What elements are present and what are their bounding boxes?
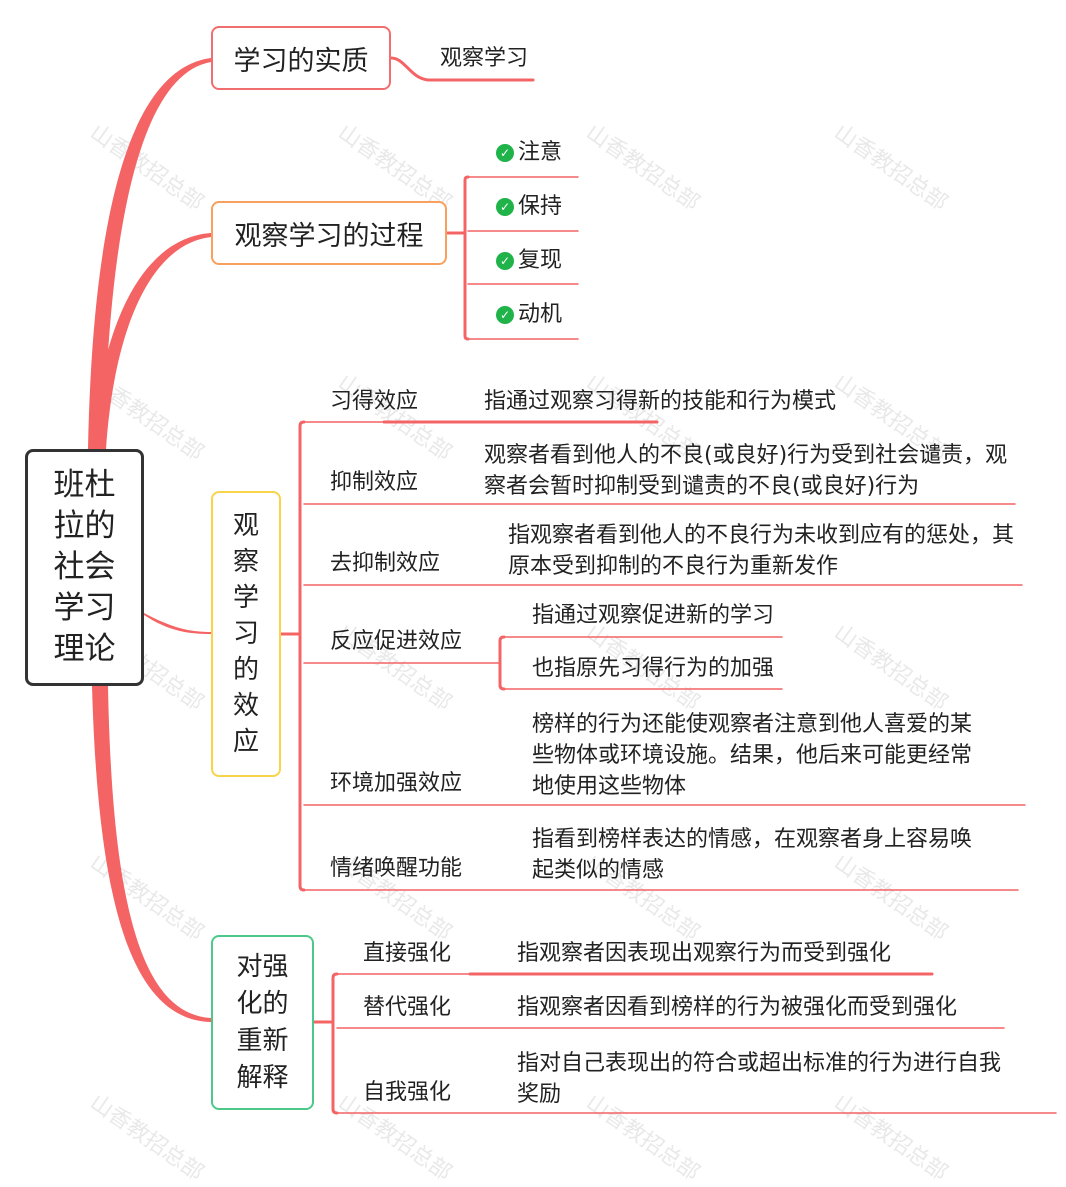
detail-line: 榜样的行为还能使观察者注意到他人喜爱的某 (532, 712, 973, 737)
branch-label-line: 解释 (236, 1062, 289, 1093)
check-circle-icon: ✓ (496, 144, 514, 162)
branch-label-char: 习 (233, 619, 260, 649)
leaf-label: 动机 (518, 302, 563, 327)
effect-environment-enhancement-detail: 榜样的行为还能使观察者注意到他人喜爱的某 些物体或环境设施。结果，他后来可能更经… (532, 709, 972, 802)
branch-label-line: 重新 (236, 1025, 289, 1056)
leaf-motivation[interactable]: ✓动机 (496, 299, 562, 330)
branch-label-char: 效 (233, 691, 260, 721)
leaf-retention[interactable]: ✓保持 (496, 191, 562, 222)
effect-inhibition-detail: 观察者看到他人的不良(或良好)行为受到社会谴责，观 察者会暂时抑制受到谴责的不良… (484, 440, 1007, 502)
branch-label-char: 应 (233, 727, 260, 757)
detail-line: 观察者看到他人的不良(或良好)行为受到社会谴责，观 (484, 443, 1008, 468)
check-circle-icon: ✓ (496, 306, 514, 324)
detail-line: 指看到榜样表达的情感，在观察者身上容易唤 (532, 827, 973, 852)
check-circle-icon: ✓ (496, 198, 514, 216)
reinforcement-vicarious[interactable]: 替代强化 (363, 995, 452, 1020)
reinforcement-direct-detail: 指观察者因表现出观察行为而受到强化 (517, 941, 892, 966)
leaf-attention[interactable]: ✓注意 (496, 137, 562, 168)
detail-line: 指观察者看到他人的不良行为未收到应有的惩处，其 (508, 523, 1015, 548)
mind-map-canvas: 山香教招总部 山香教招总部 山香教招总部 山香教招总部 山香教招总部 山香教招总… (25, 26, 1057, 1186)
leaf-label: 保持 (518, 194, 563, 219)
root-label-line: 班杜 (53, 467, 116, 503)
branch-label-char: 观 (233, 511, 260, 541)
leaf-reproduction[interactable]: ✓复现 (496, 245, 562, 276)
branch-node-reinforcement-reinterpretation[interactable]: 对强 化的 重新 解释 (211, 935, 314, 1110)
effect-disinhibition[interactable]: 去抑制效应 (330, 551, 441, 576)
connector-lines (88, 56, 1057, 1115)
branch-label-char: 学 (233, 583, 260, 613)
reinforcement-self-detail: 指对自己表现出的符合或超出标准的行为进行自我 奖励 (517, 1048, 1001, 1110)
branch-node-observation-process[interactable]: 观察学习的过程 (211, 201, 447, 265)
reinforcement-self[interactable]: 自我强化 (363, 1080, 452, 1105)
branch-node-observation-effects[interactable]: 观 察 学 习 的 效 应 (211, 491, 281, 777)
detail-line: 起类似的情感 (532, 858, 665, 883)
detail-line: 奖励 (517, 1082, 562, 1107)
effect-emotional-arousal[interactable]: 情绪唤醒功能 (330, 856, 463, 881)
leaf-label: 复现 (518, 248, 563, 273)
branch-label-line: 化的 (236, 988, 289, 1019)
effect-response-facilitation[interactable]: 反应促进效应 (330, 629, 463, 654)
root-label-line: 社会 (53, 549, 116, 585)
detail-line: 察者会暂时抑制受到谴责的不良(或良好)行为 (484, 474, 920, 499)
effect-response-facilitation-sub-1[interactable]: 指通过观察促进新的学习 (532, 603, 775, 628)
detail-line: 地使用这些物体 (532, 774, 687, 799)
root-label-line: 学习 (53, 590, 116, 626)
root-node[interactable]: 班杜 拉的 社会 学习 理论 (25, 449, 144, 686)
branch-label: 学习的实质 (233, 45, 369, 77)
branch-label: 观察学习的过程 (234, 220, 424, 252)
effect-response-facilitation-sub-2[interactable]: 也指原先习得行为的加强 (532, 656, 775, 681)
leaf-label: 注意 (518, 140, 563, 165)
branch-node-learning-essence[interactable]: 学习的实质 (211, 26, 391, 90)
root-label-line: 拉的 (53, 508, 116, 544)
effect-environment-enhancement[interactable]: 环境加强效应 (330, 771, 463, 796)
leaf-observational-learning[interactable]: 观察学习 (440, 46, 529, 71)
reinforcement-direct[interactable]: 直接强化 (363, 941, 452, 966)
root-label-line: 理论 (53, 631, 116, 667)
effect-inhibition[interactable]: 抑制效应 (330, 470, 419, 495)
branch-label-char: 的 (233, 655, 260, 685)
branch-label-line: 对强 (236, 951, 289, 982)
reinforcement-vicarious-detail: 指观察者因看到榜样的行为被强化而受到强化 (517, 995, 958, 1020)
effect-disinhibition-detail: 指观察者看到他人的不良行为未收到应有的惩处，其 原本受到抑制的不良行为重新发作 (508, 520, 1014, 582)
effect-emotional-arousal-detail: 指看到榜样表达的情感，在观察者身上容易唤 起类似的情感 (532, 824, 972, 886)
detail-line: 原本受到抑制的不良行为重新发作 (508, 554, 839, 579)
check-circle-icon: ✓ (496, 252, 514, 270)
effect-acquisition[interactable]: 习得效应 (330, 389, 419, 414)
effect-acquisition-detail: 指通过观察习得新的技能和行为模式 (484, 389, 837, 414)
detail-line: 指对自己表现出的符合或超出标准的行为进行自我 (517, 1051, 1002, 1076)
branch-label-char: 察 (233, 547, 260, 577)
detail-line: 些物体或环境设施。结果，他后来可能更经常 (532, 743, 973, 768)
